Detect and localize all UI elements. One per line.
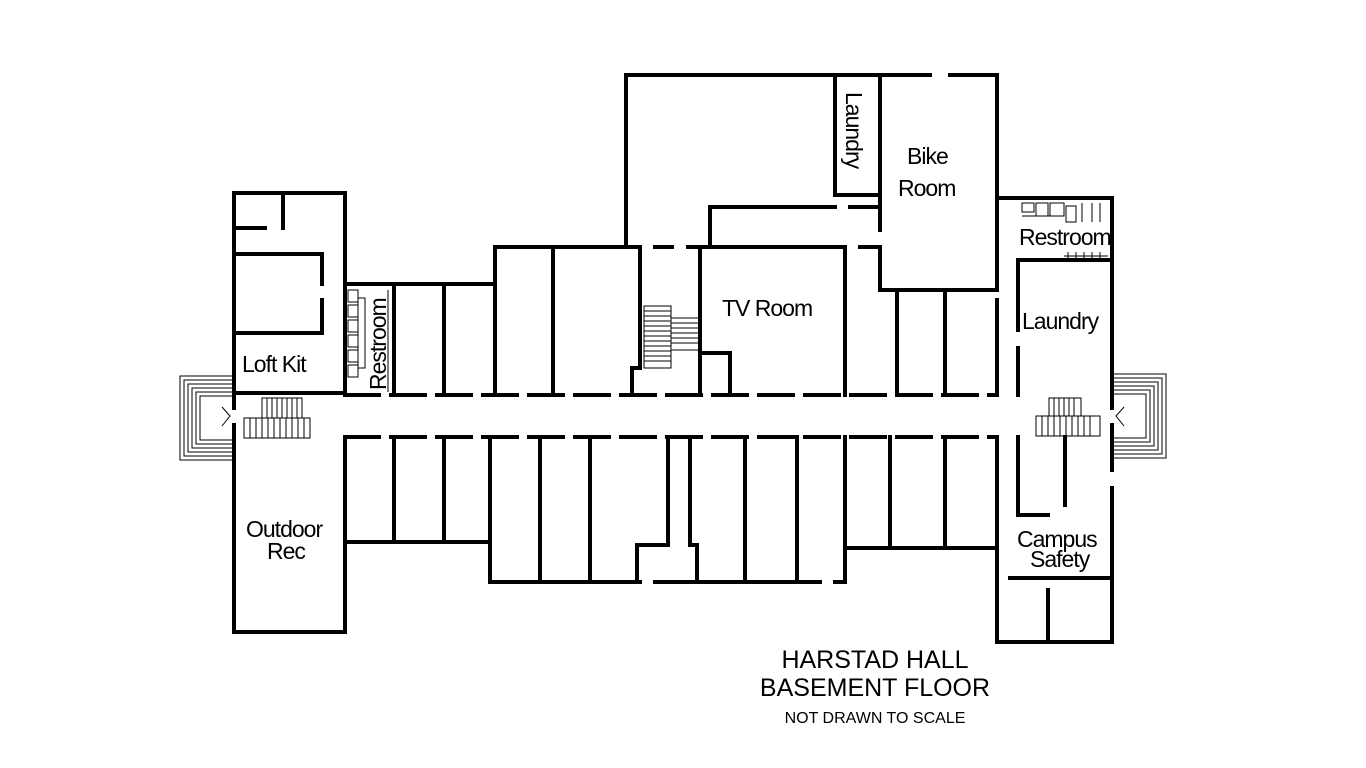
restroom-right-fixtures (1021, 202, 1108, 260)
corridor-walls (232, 391, 1114, 439)
title-block: HARSTAD HALL BASEMENT FLOOR NOT DRAWN TO… (760, 646, 990, 727)
room-label-restroom-right: Restroom (1019, 224, 1111, 250)
left-wing-walls (232, 191, 347, 634)
room-label-tv-room: TV Room (722, 295, 812, 321)
room-label-outdoor-rec-2: Rec (267, 538, 305, 564)
south-rooms-walls (343, 435, 999, 584)
room-label-outdoor-rec-1: Outdoor (246, 516, 323, 542)
stairs-center (643, 305, 700, 369)
room-label-loft-kit: Loft Kit (242, 351, 307, 377)
room-label-bike-room-1: Bike (907, 143, 948, 169)
room-label-laundry-right: Laundry (1022, 308, 1100, 334)
room-label-restroom-left: Restroom (365, 298, 391, 390)
map-title-line-1: HARSTAD HALL (781, 646, 968, 674)
scale-note: NOT DRAWN TO SCALE (785, 710, 966, 727)
room-label-campus-safety-2: Safety (1030, 546, 1091, 572)
entry-steps-left (179, 375, 234, 461)
stairs-left (243, 397, 311, 439)
north-rooms-walls (343, 73, 999, 397)
restroom-left-fixtures (343, 282, 389, 397)
room-labels: Loft Kit Restroom TV Room Laundry Bike R… (242, 92, 1112, 572)
room-label-campus-safety-1: Campus (1017, 526, 1097, 552)
room-label-bike-room-2: Room (898, 175, 955, 201)
entry-steps-right (1112, 373, 1167, 459)
right-wing-walls (995, 196, 1114, 644)
room-label-laundry-top: Laundry (841, 92, 867, 170)
map-title-line-2: BASEMENT FLOOR (760, 674, 990, 702)
stairs-right (1035, 397, 1101, 437)
